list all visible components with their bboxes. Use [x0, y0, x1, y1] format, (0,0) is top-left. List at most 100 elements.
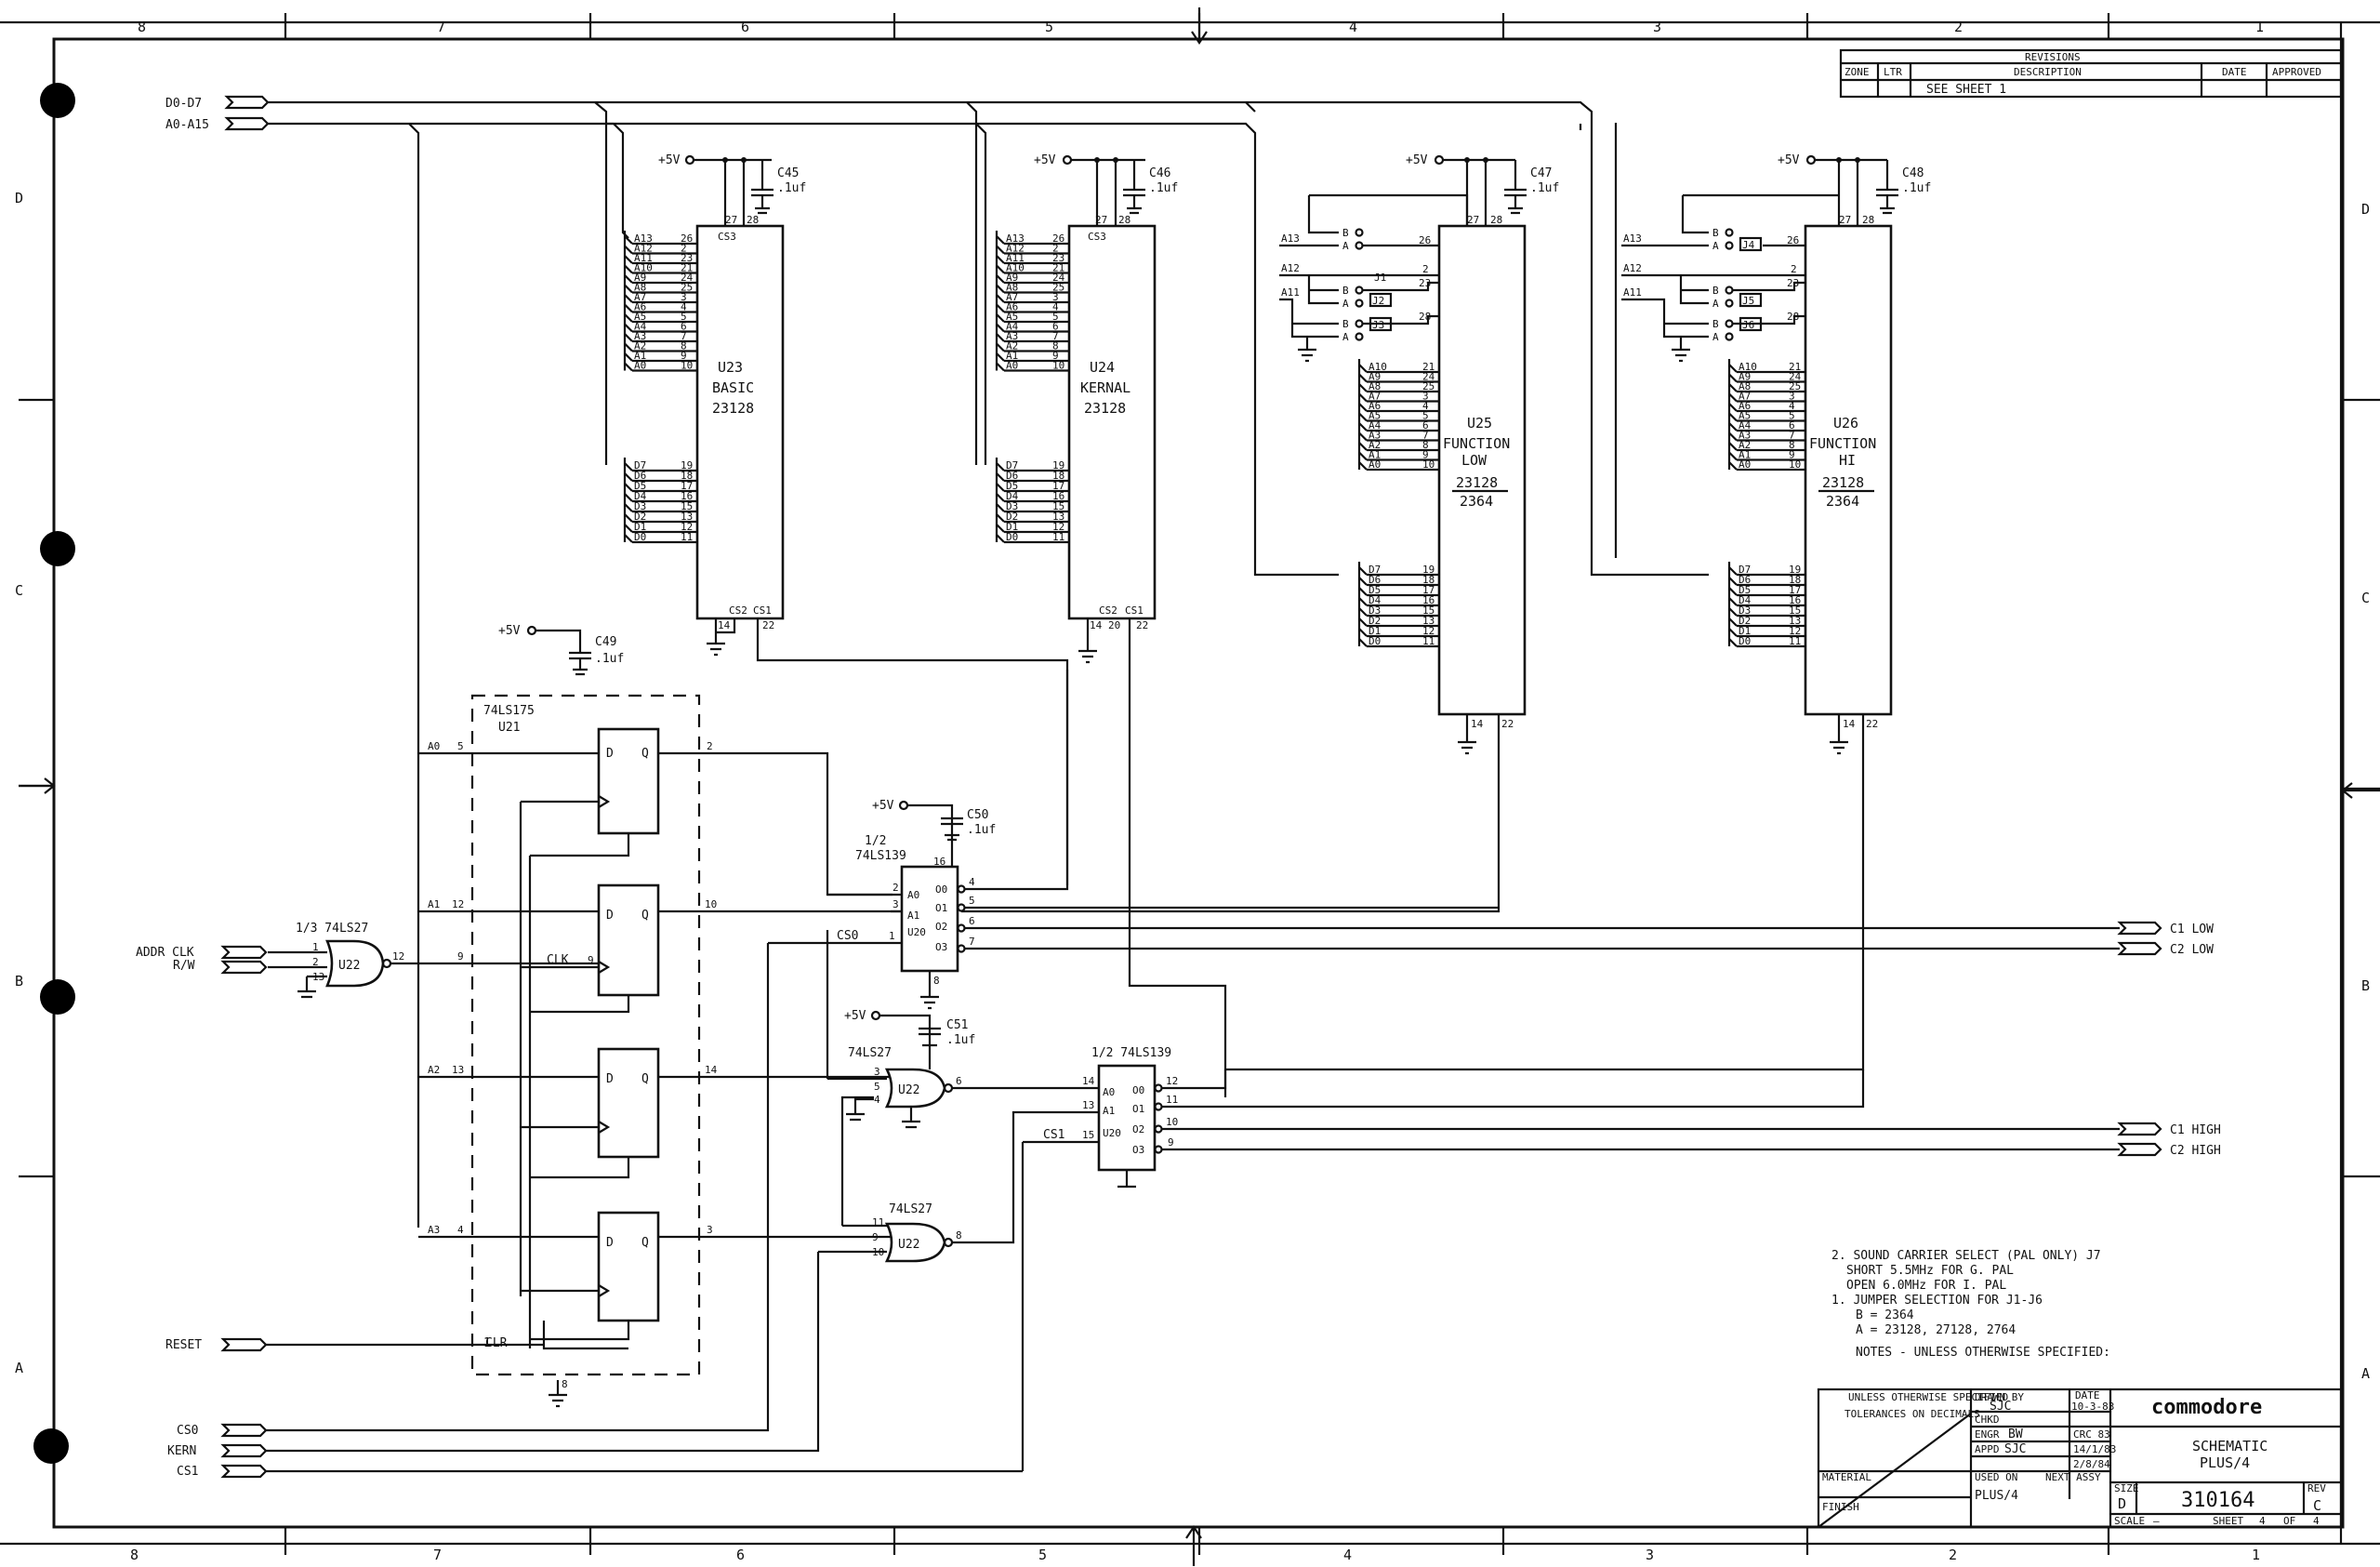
u26-data-pin-name: D6 — [1739, 574, 1751, 586]
u24-data-pin-number: 19 — [1052, 459, 1064, 471]
u23-cs3: CS3 — [718, 231, 736, 243]
u26-name2: HI — [1839, 452, 1856, 469]
u24-addr-pin-number: 8 — [1052, 340, 1059, 352]
reset-label: RESET — [165, 1338, 202, 1352]
u26-addr-pin-number: 24 — [1789, 371, 1802, 383]
u20a-vcc-label: +5V — [872, 799, 894, 813]
u25-data-pin-number: 13 — [1422, 615, 1435, 627]
jumper-j3: J3 — [1372, 319, 1384, 331]
svg-text:A1: A1 — [428, 898, 440, 910]
drawing-number: 310164 — [2181, 1489, 2254, 1512]
u23-data-pin-name: D3 — [634, 500, 646, 512]
u23-addr-pin-number: 2 — [681, 243, 687, 255]
u25-addr-pin-name: A10 — [1368, 361, 1387, 373]
u24-data-pin-name: D3 — [1006, 500, 1018, 512]
u23-data-pin-name: D6 — [634, 470, 646, 482]
u26-data-pin-number: 19 — [1789, 564, 1801, 576]
c50-ref: C50 — [967, 808, 988, 822]
used-on-label: USED ON — [1975, 1471, 2017, 1483]
svg-text:12: 12 — [452, 898, 464, 910]
u26-vcc-label: +5V — [1778, 153, 1800, 167]
u23-data-pin-number: 19 — [681, 459, 693, 471]
u23-addr-pin-number: 24 — [681, 272, 694, 284]
jumper-j5: J5 — [1742, 295, 1754, 307]
gate-u22b: 74LS27 U22 6 354 +5V C51 .1uf — [844, 1009, 1088, 1129]
u23-data-pin-number: 16 — [681, 490, 693, 502]
u23-addr-pin-name: A1 — [634, 350, 646, 362]
u23-addr-pin-name: A0 — [634, 360, 646, 372]
u25-addr-pin-number: 9 — [1422, 449, 1429, 461]
u24-data-pin-name: D2 — [1006, 511, 1018, 523]
u26-addr-pin-name: A3 — [1739, 430, 1751, 442]
u24-addr-pin-number: 6 — [1052, 321, 1059, 333]
drawn-by: SJC — [1990, 1400, 2011, 1414]
u23-addr-pin-name: A2 — [634, 340, 646, 352]
svg-text:A: A — [1342, 240, 1349, 252]
chkd-label: CHKD — [1975, 1414, 2000, 1426]
note-2b: SHORT 5.5MHz FOR G. PAL — [1846, 1264, 2014, 1278]
appd-label: APPD — [1975, 1443, 2000, 1455]
c47-val: .1uf — [1530, 181, 1559, 195]
c46-ref: C46 — [1149, 166, 1170, 180]
c51-val: .1uf — [946, 1033, 975, 1047]
svg-text:27: 27 — [1839, 214, 1851, 226]
u25-data-pin-name: D5 — [1368, 584, 1381, 596]
u24-data-pin-number: 11 — [1052, 531, 1064, 543]
svg-text:14: 14 — [1471, 718, 1484, 730]
c1-high-label: C1 HIGH — [2170, 1123, 2221, 1137]
u20a-ref: U20 — [907, 926, 926, 938]
svg-text:27: 27 — [1095, 214, 1107, 226]
note-1a: 1. JUMPER SELECTION FOR J1-J6 — [1831, 1294, 2043, 1308]
svg-text:A2: A2 — [428, 1064, 440, 1076]
u21-part: 74LS175 — [483, 704, 535, 718]
svg-text:8: 8 — [562, 1378, 568, 1390]
svg-text:Q: Q — [641, 1072, 649, 1086]
svg-text:2: 2 — [1422, 263, 1429, 275]
u26-data-pin-number: 18 — [1789, 574, 1801, 586]
zone-row-d-left: D — [15, 190, 23, 206]
svg-text:Q: Q — [641, 1236, 649, 1250]
u24-addr-pin-name: A5 — [1006, 311, 1018, 323]
u24-data-pin-number: 18 — [1052, 470, 1064, 482]
notes: 2. SOUND CARRIER SELECT (PAL ONLY) J7 SH… — [1831, 1249, 2110, 1360]
svg-text:D: D — [606, 909, 614, 923]
u22b-ref: U22 — [898, 1083, 919, 1097]
svg-text:3: 3 — [874, 1066, 880, 1078]
appd2-date: 2/8/84 — [2073, 1458, 2110, 1470]
u26-addr-pin-number: 6 — [1789, 419, 1795, 432]
u26-addr-pin-name: A1 — [1739, 449, 1751, 461]
u22a-ref: U22 — [338, 959, 360, 973]
svg-text:A: A — [1712, 240, 1719, 252]
jumper-j4: J4 — [1742, 239, 1755, 251]
u26-data-pin-name: D2 — [1739, 615, 1751, 627]
u23-cs1: CS1 — [753, 604, 772, 617]
used-on: PLUS/4 — [1975, 1489, 2018, 1503]
u23-data-pin-number: 17 — [681, 480, 693, 492]
u23-cs2: CS2 — [729, 604, 747, 617]
appd-date: 14/1/83 — [2073, 1443, 2116, 1455]
u26-addr-pin-name: A5 — [1739, 410, 1751, 422]
u24-addr-pin-name: A8 — [1006, 282, 1018, 294]
svg-text:4: 4 — [457, 1224, 464, 1236]
u26-data-pin-number: 11 — [1789, 635, 1801, 647]
u24-name: KERNAL — [1080, 379, 1130, 396]
svg-text:28: 28 — [1490, 214, 1502, 226]
u26-data-pin-name: D3 — [1739, 604, 1751, 617]
u26-addr-pin-name: A6 — [1739, 400, 1751, 412]
u25-addr-pin-name: A6 — [1368, 400, 1381, 412]
u25-name1: FUNCTION — [1443, 435, 1510, 452]
c2-low-label: C2 LOW — [2170, 943, 2214, 957]
drawn-by-label: DRAWN BY — [1975, 1391, 2024, 1403]
svg-text:20: 20 — [1108, 619, 1120, 631]
svg-text:22: 22 — [1501, 718, 1514, 730]
svg-text:Q: Q — [641, 747, 649, 761]
svg-text:9: 9 — [457, 950, 464, 963]
zone-row-b-left: B — [15, 973, 23, 989]
sheet-label: SHEET — [2213, 1515, 2243, 1527]
u25-addr-pin-name: A2 — [1368, 439, 1381, 451]
u23-data-pin-name: D0 — [634, 531, 646, 543]
u24-vcc-label: +5V — [1034, 153, 1056, 167]
u23-data-pin-name: D7 — [634, 459, 646, 471]
